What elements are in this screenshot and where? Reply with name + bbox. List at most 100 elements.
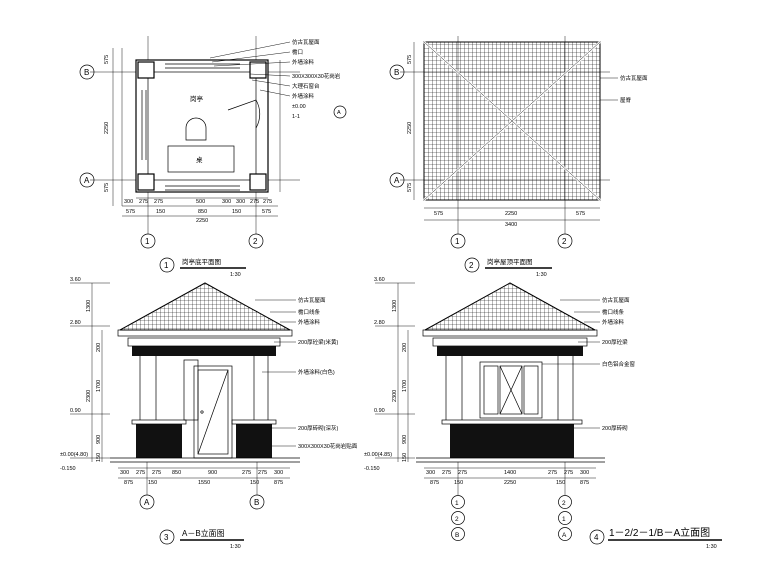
level: 2.80 xyxy=(70,320,81,326)
dim: 300 xyxy=(222,199,231,205)
dim: 275 xyxy=(458,470,467,476)
dim: 1400 xyxy=(504,470,516,476)
dim: 275 xyxy=(242,470,251,476)
dim: 1300 xyxy=(392,300,398,312)
view-number-circle xyxy=(464,257,480,273)
dim: 275 xyxy=(136,470,145,476)
dim: 150 xyxy=(556,480,565,486)
level: 0.90 xyxy=(70,408,81,414)
grid-bubble-1 xyxy=(450,233,466,249)
section-symbol xyxy=(333,105,347,119)
grid-bubble-b xyxy=(79,64,95,80)
grid-bubble-b xyxy=(249,494,265,510)
beam xyxy=(437,346,583,356)
dim: 575 xyxy=(407,55,413,64)
plan-column xyxy=(137,173,155,191)
dim: 150 xyxy=(156,209,165,215)
section-ref: 1-1 xyxy=(292,114,300,120)
dim: 575 xyxy=(104,55,110,64)
roof-elevation xyxy=(424,282,596,331)
elevation-1-2: 3.60 2.80 0.90 ±0.00(4.85) -0.150 1300 2… xyxy=(364,277,722,550)
dim: 2300 xyxy=(392,390,398,402)
view-number-circle xyxy=(589,529,605,545)
dim: 575 xyxy=(434,211,443,217)
dim: 300 xyxy=(236,199,245,205)
dim: 150 xyxy=(250,480,259,486)
dim: 150 xyxy=(454,480,463,486)
note: 300X300X30花岗岩贴面 xyxy=(298,442,358,450)
roof-elevation xyxy=(119,282,291,331)
grid-bubble-1 xyxy=(140,233,156,249)
elev-a-bottom-dims: 300 275 275 850 900 275 275 300 875 150 … xyxy=(118,467,290,486)
cornice xyxy=(127,337,281,347)
dim: 300 xyxy=(274,470,283,476)
note: 仿古瓦屋面 xyxy=(292,38,320,46)
grid-label: 2 xyxy=(562,237,567,246)
dim: 275 xyxy=(139,199,148,205)
dim: 875 xyxy=(430,480,439,486)
plan-column xyxy=(137,61,155,79)
eave xyxy=(117,329,293,337)
plan-column xyxy=(249,173,267,191)
note: 白色铝合金窗 xyxy=(602,360,636,368)
beam xyxy=(132,346,276,356)
view-scale: 1:30 xyxy=(230,544,241,550)
dim: 300 xyxy=(124,199,133,205)
view-title: A－B立面图 xyxy=(182,528,225,538)
dim: 275 xyxy=(154,199,163,205)
grid-label: 1 xyxy=(562,516,566,523)
level: 3.60 xyxy=(374,277,385,283)
grid-label: A xyxy=(394,176,400,185)
dim: 150 xyxy=(402,453,408,462)
note: 200厚砖砌 xyxy=(602,424,628,432)
note: 200厚砼梁(米黄) xyxy=(298,338,339,346)
view-title: 岗亭底平面图 xyxy=(182,257,221,266)
dim: 1550 xyxy=(198,480,210,486)
grid-bubble-b xyxy=(389,64,405,80)
axis-stack-left: 1 2 B xyxy=(451,495,465,541)
dim: 275 xyxy=(442,470,451,476)
view-number-circle xyxy=(159,257,175,273)
dim: 575 xyxy=(576,211,585,217)
dim: 2250 xyxy=(104,122,110,134)
dim: 275 xyxy=(258,470,267,476)
elevation-a-b: 3.60 2.80 0.90 ±0.00(4.80) -0.150 1300 2… xyxy=(60,277,358,550)
view-number: 4 xyxy=(594,533,599,542)
dim: 1300 xyxy=(86,300,92,312)
dim: 2250 xyxy=(505,211,517,217)
grid-label: A xyxy=(84,176,90,185)
grid-bubble-a xyxy=(79,172,95,188)
dim: 850 xyxy=(172,470,181,476)
dim: 900 xyxy=(96,435,102,444)
plan-notes: 仿古瓦屋面 檐口 外墙涂料 300X300X30花岗岩 大理石窗台 外墙涂料 xyxy=(292,38,341,100)
eave xyxy=(422,329,598,337)
view-scale: 1:30 xyxy=(230,272,241,278)
base-wall-left xyxy=(136,424,182,458)
dim: 200 xyxy=(402,343,408,352)
grid-label: B xyxy=(455,532,459,539)
dim: 1700 xyxy=(96,380,102,392)
view-scale: 1:30 xyxy=(706,544,717,550)
room-label: 岗亭 xyxy=(190,94,204,103)
dim: 850 xyxy=(198,209,207,215)
dim: 500 xyxy=(196,199,205,205)
plan-inner-wall xyxy=(147,71,257,181)
elev-b-notes: 仿古瓦屋面 檐口线条 外墙涂料 200厚砼梁 白色铝合金窗 200厚砖砌 xyxy=(542,296,636,432)
dim: 575 xyxy=(104,183,110,192)
grid-label: B xyxy=(394,68,399,77)
level: 0.90 xyxy=(374,408,385,414)
note: 仿古瓦屋面 xyxy=(620,74,648,82)
cornice xyxy=(432,337,588,347)
elev-b-bottom-dims: 300 275 275 1400 275 275 300 875 150 225… xyxy=(424,467,596,486)
plan-door xyxy=(227,99,261,129)
level: ±0.00(4.85) xyxy=(364,452,392,458)
dim: 300 xyxy=(580,470,589,476)
level: ±0.00(4.80) xyxy=(60,452,88,458)
grid-label: 2 xyxy=(562,500,566,507)
plan-chair xyxy=(185,117,207,141)
view-number: 3 xyxy=(164,533,169,542)
note: 屋脊 xyxy=(620,96,632,104)
view-scale: 1:30 xyxy=(536,272,547,278)
note: 仿古瓦屋面 xyxy=(298,296,326,304)
